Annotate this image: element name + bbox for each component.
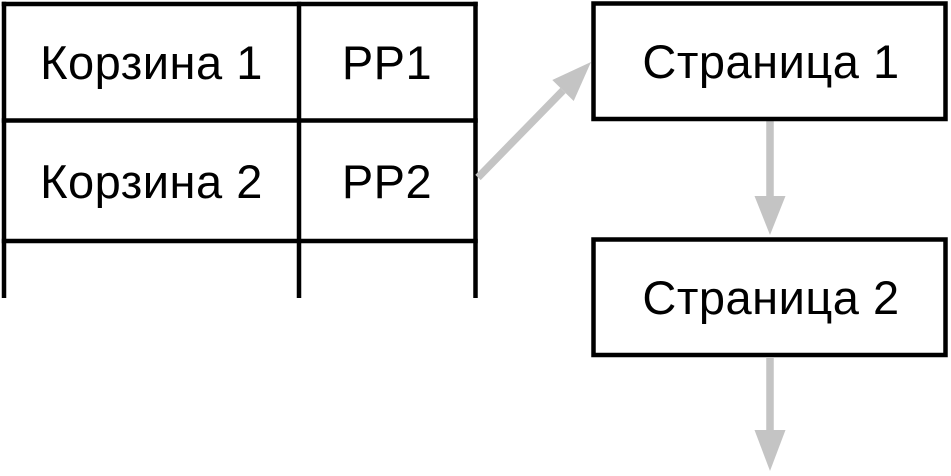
table-cell-basket-2: Корзина 2: [6, 123, 297, 239]
basket-1-label: Корзина 1: [40, 36, 263, 89]
connector-arrows: [475, 62, 786, 471]
page1-label-wrap: Страница 1: [596, 6, 946, 117]
page1-label: Страница 1: [642, 35, 900, 88]
table-cell-pp-1: PP1: [301, 6, 473, 119]
pp-1-label: PP1: [341, 36, 433, 89]
table-cell-pp-2: PP2: [301, 123, 473, 239]
arrow-pp2-to-page1-icon: [475, 62, 591, 181]
page1-box: [591, 1, 948, 122]
page2-box: [591, 237, 948, 358]
page2-label-wrap: Страница 2: [596, 242, 946, 353]
pp-2-label: PP2: [341, 154, 433, 208]
arrow-page1-to-page2-icon: [754, 121, 786, 235]
arrow-page2-down-icon: [754, 358, 786, 471]
page2-label: Страница 2: [642, 271, 900, 324]
basket-2-label: Корзина 2: [40, 154, 263, 208]
table-cell-basket-1: Корзина 1: [6, 6, 297, 119]
basket-table-grid: [1, 1, 478, 298]
